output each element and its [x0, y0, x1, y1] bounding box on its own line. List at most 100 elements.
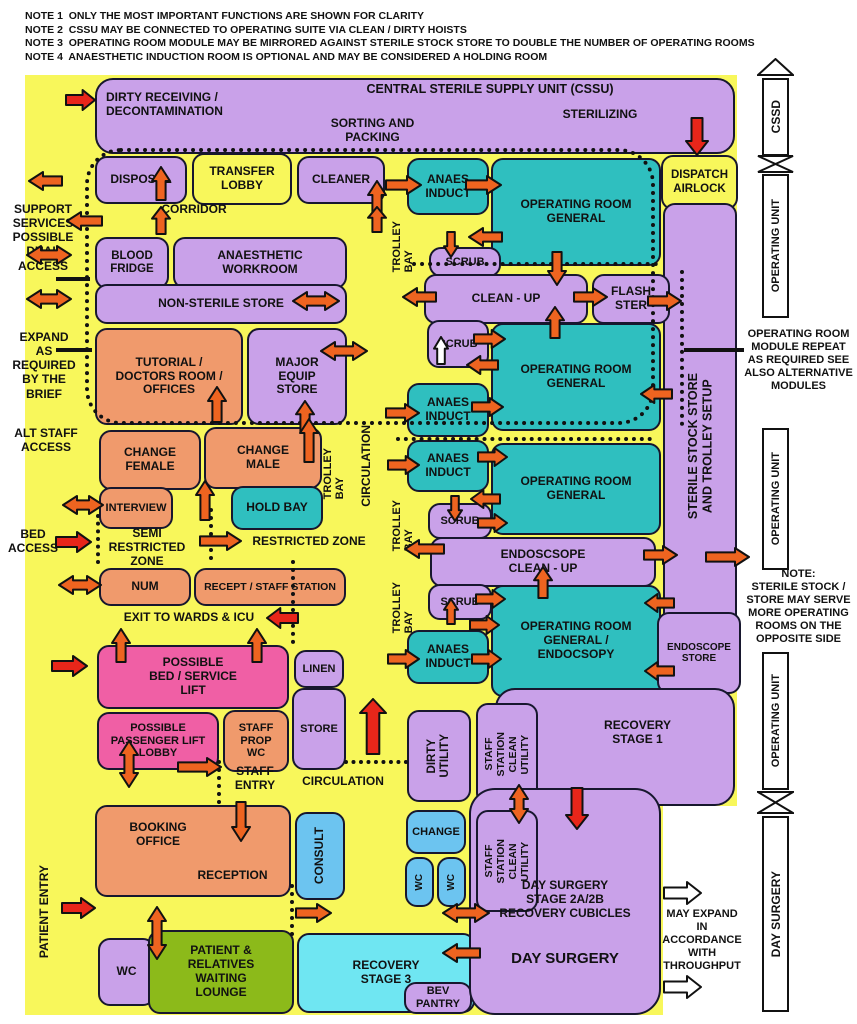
room-label-transfer-lobby: TRANSFER LOBBY — [209, 164, 275, 192]
label-expand-note: EXPAND AS REQUIRED BY THE BRIEF — [12, 330, 76, 401]
room-label-anaesthetic-workroom: ANAESTHETIC WORKROOM — [217, 248, 303, 276]
label-sorting-packing: SORTING AND PACKING — [330, 116, 415, 145]
room-label-operating-room-1: OPERATING ROOM GENERAL — [520, 197, 632, 225]
label-module-repeat-note: OPERATING ROOM MODULE REPEAT AS REQUIRED… — [744, 328, 853, 392]
label-staff-entry: STAFF ENTRY — [234, 764, 276, 793]
room-recept-staff-station: RECEPT / STAFF STATION — [194, 568, 346, 606]
dotted-zone-line-1 — [291, 560, 295, 644]
arrow-scrub3-down — [446, 494, 464, 527]
label-day-surgery-stage-label: DAY SURGERY STAGE 2A/2B RECOVERY CUBICLE… — [499, 878, 631, 921]
arrow-anaes1-or1 — [464, 174, 502, 201]
room-label-possible-bed-service-lift: POSSIBLE BED / SERVICE LIFT — [149, 655, 237, 697]
dotted-visitor-line — [290, 884, 294, 936]
room-label-wc-public: WC — [116, 964, 137, 979]
room-label-operating-room-2: OPERATING ROOM GENERAL — [520, 362, 632, 390]
label-text-patient-entry: PATIENT ENTRY — [37, 865, 52, 959]
arrow-endoclean-right — [642, 544, 678, 571]
room-label-staff-station-clean-1: STAFF STATION CLEAN UTILITY — [482, 731, 532, 777]
room-label-major-equip-store: MAJOR EQUIP STORE — [275, 354, 319, 397]
arrow-majorequip-lr — [320, 340, 368, 367]
rail-rail-operating-unit-3: OPERATING UNIT — [762, 652, 789, 790]
room-label-anaes-induct-4: ANAES INDUCT — [425, 642, 471, 670]
room-label-operating-room-4: OPERATING ROOM GENERAL / ENDOCSOPY — [520, 619, 632, 661]
arrow-or4-right-1 — [644, 592, 676, 619]
arrow-or4-in — [468, 614, 500, 641]
arrow-lift-in — [50, 654, 88, 683]
rail-rail-day-surgery: DAY SURGERY — [762, 816, 789, 1012]
arrow-or2-left — [466, 354, 500, 381]
room-label-bev-pantry: BEV PANTRY — [416, 985, 460, 1010]
room-label-change-day-surgery: CHANGE — [412, 825, 460, 838]
room-label-recept-staff-station: RECEPT / STAFF STATION — [204, 580, 336, 593]
room-num: NUM — [99, 568, 191, 606]
arrow-circulation-up — [358, 698, 388, 761]
rail-rail-cssd: CSSD — [762, 78, 789, 156]
room-disposal: DISPOSAL — [95, 156, 187, 204]
room-operating-room-4: OPERATING ROOM GENERAL / ENDOCSOPY — [491, 585, 661, 697]
room-wc-1: WC — [405, 857, 434, 907]
room-anaes-induct-4: ANAES INDUCT — [407, 630, 489, 684]
rail-operating-unit-3-label: OPERATING UNIT — [769, 674, 782, 768]
room-label-anaes-induct-2: ANAES INDUCT — [425, 395, 471, 423]
arrow-disposal-up — [150, 166, 172, 207]
room-linen: LINEN — [294, 650, 344, 688]
room-label-cleaner: CLEANER — [311, 172, 370, 187]
notes-block: NOTE 1 ONLY THE MOST IMPORTANT FUNCTIONS… — [25, 10, 755, 63]
arrow-endoclean-left — [404, 538, 446, 565]
room-label-store: STORE — [300, 722, 338, 735]
room-transfer-lobby: TRANSFER LOBBY — [192, 153, 292, 205]
room-label-hold-bay: HOLD BAY — [246, 500, 308, 515]
arrow-patient-entry-in — [60, 896, 96, 925]
arrow-expand-white-2 — [662, 974, 702, 1005]
room-label-endoscope-clean-up: ENDOSCSOPE CLEAN - UP — [500, 547, 586, 575]
room-label-wc-1: WC — [413, 873, 425, 891]
label-text-circulation-v: CIRCULATION — [359, 425, 374, 507]
room-dirty-utility: DIRTY UTILITY — [407, 710, 471, 802]
glyph-rail-bowtie-1 — [757, 155, 794, 178]
dotted-module-line-2 — [396, 437, 652, 441]
label-corridor: CORRIDOR — [161, 202, 227, 216]
arrow-scrub2-or2 — [472, 328, 506, 355]
arrow-anaes1-in — [384, 174, 422, 201]
arrow-anaes2-in — [384, 402, 420, 429]
arrow-anaes2-out — [470, 396, 504, 423]
arrow-tutorial-up — [206, 386, 228, 429]
room-label-tutorial-offices: TUTORIAL / DOCTORS ROOM / OFFICES — [115, 354, 223, 397]
arrow-corridor-up-1 — [150, 206, 172, 241]
room-bev-pantry: BEV PANTRY — [404, 982, 472, 1014]
arrow-or3-left — [470, 488, 502, 515]
rail-cssd-label: CSSD — [768, 100, 783, 134]
room-label-clean-up-1: CLEAN - UP — [471, 291, 541, 306]
glyph-rail-arrowhead-top — [755, 57, 796, 81]
room-label-linen: LINEN — [302, 662, 336, 675]
dotted-circulation-line — [344, 760, 408, 764]
arrow-bed-access-in — [54, 530, 92, 559]
room-interview: INTERVIEW — [99, 487, 173, 529]
arrow-staff-entry-down — [230, 800, 252, 847]
room-label-dirty-utility: DIRTY UTILITY — [425, 734, 451, 778]
label-day-surgery-label: DAY SURGERY — [511, 950, 619, 967]
arrow-expand-white-1 — [662, 880, 702, 911]
arrow-day-surgery-down — [564, 786, 590, 835]
room-booking-office — [95, 805, 291, 897]
label-bed-access: BED ACCESS — [7, 527, 58, 556]
label-restricted-zone: RESTRICTED ZONE — [252, 534, 366, 548]
label-sterilizing: STERILIZING — [562, 107, 638, 121]
label-trolley-bay-2: TROLLEY BAY — [316, 436, 352, 512]
room-label-change-female: CHANGE FEMALE — [123, 445, 176, 473]
room-label-endoscope-store: ENDOSCOPE STORE — [667, 641, 731, 665]
room-sterile-stock-store: STERILE STOCK STORE AND TROLLEY SETUP — [663, 203, 737, 690]
tick-expand-tick — [56, 348, 92, 352]
label-semi-restricted-zone: SEMI RESTRICTED ZONE — [108, 526, 186, 569]
label-circulation-h: CIRCULATION — [302, 774, 384, 788]
room-staff-prop-wc: STAFF PROP WC — [223, 710, 289, 772]
arrow-num-lr — [58, 574, 102, 601]
room-label-change-male: CHANGE MALE — [236, 443, 289, 471]
room-waiting-lounge: PATIENT & RELATIVES WAITING LOUNGE — [148, 930, 294, 1014]
room-label-recovery-stage-3: RECOVERY STAGE 3 — [352, 958, 420, 986]
room-dispatch-airlock: DISPATCH AIRLOCK — [661, 155, 738, 210]
arrow-scrub4-or4 — [474, 588, 506, 615]
label-cssu-title: CENTRAL STERILE SUPPLY UNIT (CSSU) — [366, 82, 614, 96]
room-label-operating-room-3: OPERATING ROOM GENERAL — [520, 474, 632, 502]
